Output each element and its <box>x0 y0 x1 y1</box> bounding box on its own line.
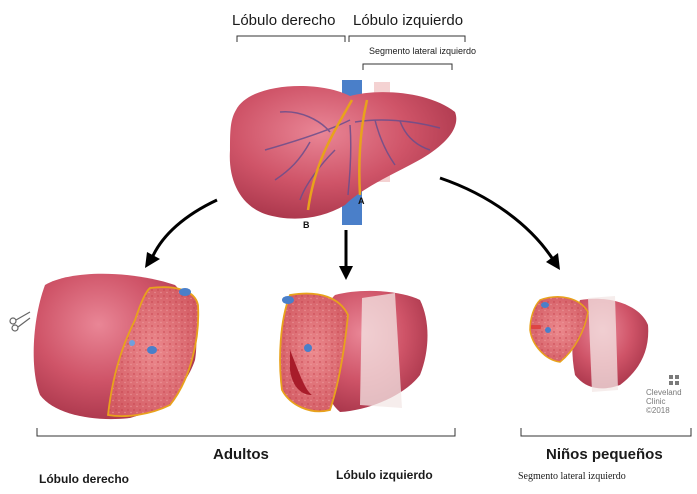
group-label-adults: Adultos <box>213 446 269 463</box>
group-label-young-children: Niños pequeños <box>546 446 663 463</box>
bottom-bracket-adults <box>37 428 455 436</box>
caption-right-lobe: Lóbulo derecho <box>39 472 129 486</box>
logo-text: Cleveland Clinic ©2018 <box>646 388 682 415</box>
logo-line-3: ©2018 <box>646 406 682 415</box>
graft-right-lobe <box>34 274 199 419</box>
top-bracket-left-lobe <box>349 36 465 42</box>
scissors-icon <box>10 312 30 331</box>
caption-left-lobe: Lóbulo izquierdo <box>336 468 433 482</box>
caption-lateral-segment: Segmento lateral izquierdo <box>518 471 626 482</box>
top-bracket-lateral-segment <box>363 64 452 70</box>
arrow-to-child-segment <box>440 178 560 270</box>
top-label-left-lobe: Lóbulo izquierdo <box>353 12 463 29</box>
graft-lateral-segment <box>530 296 648 392</box>
arrow-to-adult-left-lobe <box>339 230 353 280</box>
logo-line-1: Cleveland <box>646 388 682 397</box>
top-label-lateral-segment: Segmento lateral izquierdo <box>369 46 476 56</box>
logo-line-2: Clinic <box>646 397 682 406</box>
cut-label-a: A <box>358 196 365 206</box>
top-bracket-right-lobe <box>237 36 345 42</box>
cleveland-clinic-logo-icon <box>669 375 679 385</box>
cut-label-b: B <box>303 220 310 230</box>
whole-liver <box>230 80 457 225</box>
bottom-bracket-children <box>521 428 691 436</box>
graft-left-lobe <box>280 291 427 412</box>
arrow-to-adult-right-lobe <box>145 200 217 268</box>
top-label-right-lobe: Lóbulo derecho <box>232 12 335 29</box>
